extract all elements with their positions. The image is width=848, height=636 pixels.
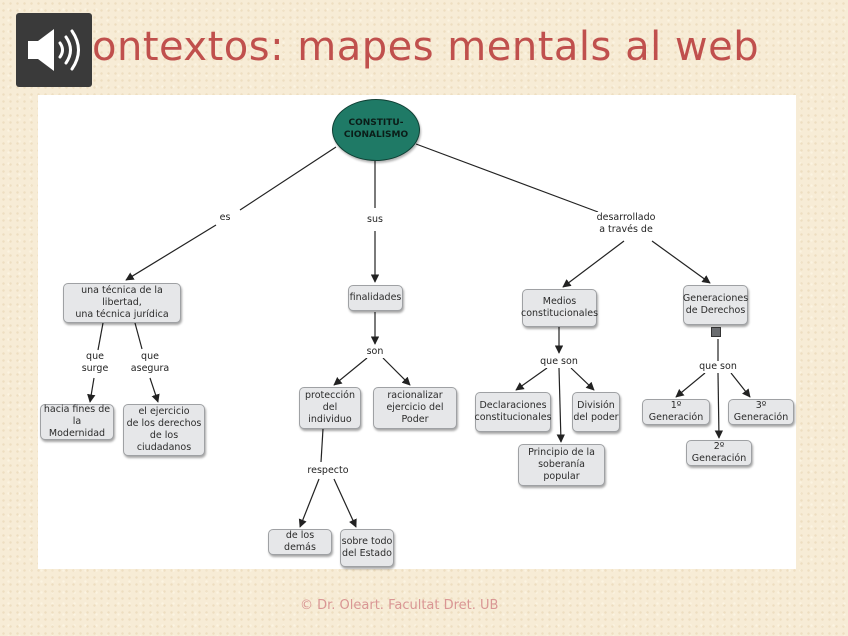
node-declaraciones: Declaraciones constitucionales [474, 392, 552, 432]
node-medios: Medios constitucionales [521, 289, 598, 327]
concept-map-connectors [87, 143, 751, 528]
node-generaciones: Generaciones de Derechos [683, 285, 748, 325]
speaker-button[interactable] [16, 13, 92, 87]
copyright-footer: © Dr. Oleart. Facultat Dret. UB [300, 598, 499, 613]
node-ejercicio: el ejercicio de los derechos de los ciud… [123, 404, 205, 456]
node-demas: de los demás [268, 529, 332, 555]
link-label-que-surge: que surge [80, 351, 110, 375]
node-division: División del poder [572, 392, 620, 432]
node-constitucionalismo: CONSTITU- CIONALISMO [332, 99, 420, 161]
resource-icon[interactable] [711, 327, 721, 337]
node-proteccion: protección del individuo [299, 387, 361, 429]
slide-title: ontextos: mapes mentals al web [92, 24, 760, 70]
link-label-que-asegura: que asegura [128, 351, 172, 375]
node-gen1: 1º Generación [642, 399, 710, 425]
link-label-respecto: respecto [306, 465, 350, 477]
link-label-desarrollado: desarrollado a través de [588, 212, 664, 236]
link-label-que-son-medios: que son [539, 356, 579, 368]
link-label-es: es [218, 212, 232, 224]
speaker-icon [28, 29, 80, 71]
node-finalidades: finalidades [348, 285, 403, 311]
node-hacia-fines: hacia fines de la Modernidad [40, 404, 114, 440]
node-principio: Principio de la soberanía popular [518, 444, 605, 486]
concept-map: CONSTITU- CIONALISMO es sus desarrollado… [38, 95, 796, 569]
link-label-son: son [364, 346, 386, 358]
node-estado: sobre todo del Estado [340, 529, 394, 567]
node-gen3: 3º Generación [728, 399, 794, 425]
link-label-sus: sus [362, 214, 388, 226]
link-label-que-son-generaciones: que son [698, 361, 738, 373]
node-tecnica: una técnica de la libertad, una técnica … [63, 283, 181, 323]
node-gen2: 2º Generación [686, 440, 752, 466]
node-racionalizar: racionalizar ejercicio del Poder [373, 387, 457, 429]
